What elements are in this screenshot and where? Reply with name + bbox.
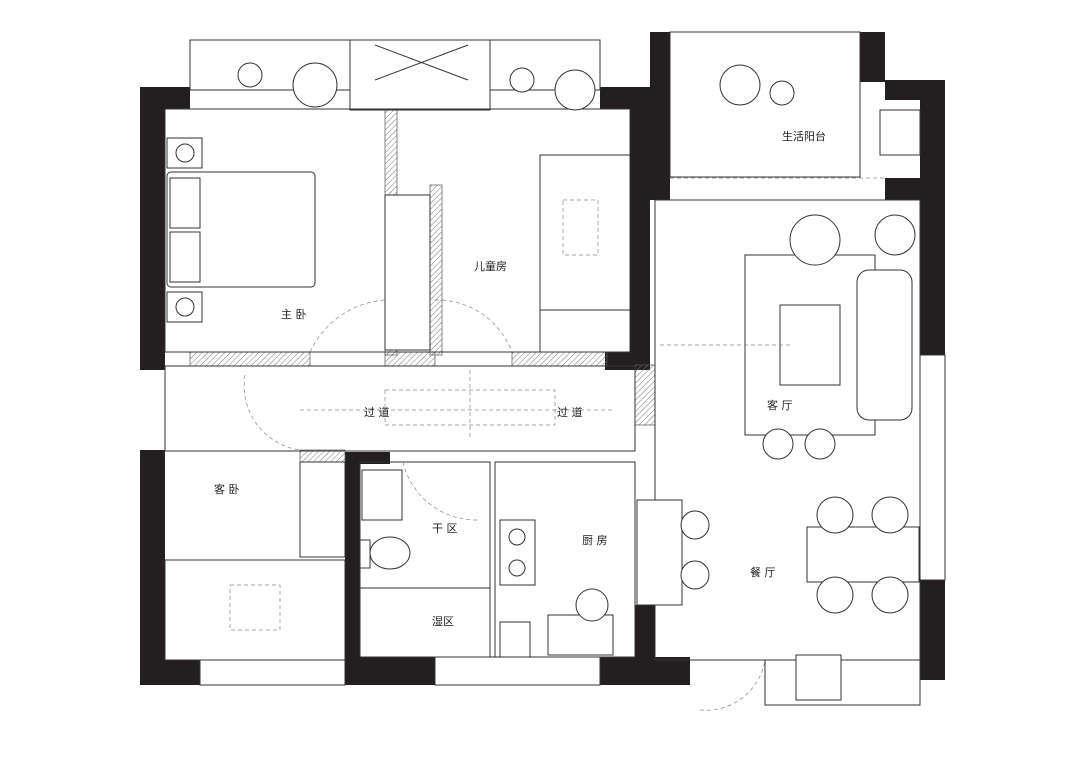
label-kitchen: 厨 房 <box>582 534 608 547</box>
armchair <box>292 62 338 108</box>
guides <box>229 177 885 711</box>
bed <box>166 171 316 288</box>
washing-machine <box>879 109 921 156</box>
walls <box>140 32 945 685</box>
nightstand <box>166 137 203 169</box>
label-dry-area: 干 区 <box>432 522 458 535</box>
wardrobe <box>384 194 431 351</box>
label-corridor-left: 过 道 <box>364 405 390 419</box>
room-labels: 主 卧 儿童房 生活阳台 客 厅 过 道 过 道 客 卧 干 区 湿区 厨 房 … <box>214 129 826 628</box>
label-living-room: 客 厅 <box>767 398 793 412</box>
label-utility-balcony: 生活阳台 <box>782 129 826 143</box>
label-master-bedroom: 主 卧 <box>281 308 307 321</box>
wash-basin <box>361 469 403 521</box>
kids-bed <box>539 154 631 311</box>
label-kids-room: 儿童房 <box>474 259 507 273</box>
label-wet-area: 湿区 <box>432 615 454 628</box>
kitchen-island <box>636 499 683 606</box>
dining-table <box>806 526 920 583</box>
sink <box>547 614 614 656</box>
sofa <box>856 269 913 421</box>
label-dining-room: 餐 厅 <box>750 565 776 579</box>
toilet <box>369 536 411 570</box>
label-corridor-right: 过 道 <box>557 405 583 419</box>
furniture <box>166 62 921 701</box>
label-guest-bedroom: 客 卧 <box>214 482 240 496</box>
